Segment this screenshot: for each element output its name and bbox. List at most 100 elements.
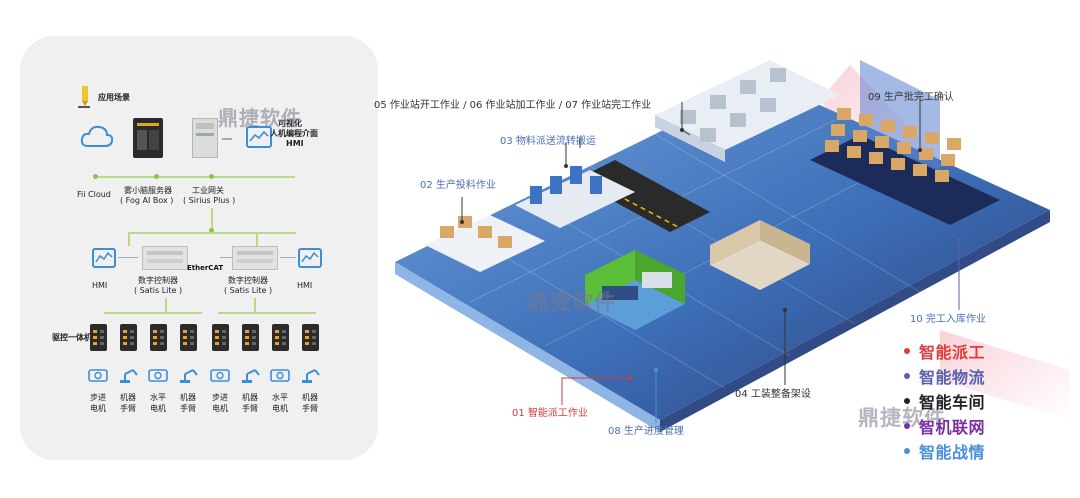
callout-04: 04 工装整备架设 — [735, 389, 811, 400]
drive-label: 驱控一体机 — [52, 333, 92, 342]
controller-left-name: 数字控制器 — [138, 276, 178, 285]
warehouse-carton — [837, 108, 851, 120]
motor-label: 机器 — [302, 393, 318, 402]
motor-label: 步进 — [212, 393, 228, 402]
motor-label: 机器 — [242, 393, 258, 402]
fog-box-sub: ( Fog AI Box ) — [120, 196, 174, 205]
legend-text: 智能车间 — [919, 392, 986, 412]
workstation-machine — [730, 113, 746, 127]
callout-10: 10 完工入库作业 — [910, 314, 986, 325]
watermark-center: 鼎捷软件 — [528, 290, 616, 314]
motor-label: 电机 — [272, 404, 288, 413]
workstation-machine — [740, 80, 756, 94]
scenario-title: 应用场景 — [98, 93, 130, 102]
cloud-icon — [80, 124, 114, 154]
motor-icon — [210, 366, 232, 388]
warehouse-carton — [897, 142, 911, 154]
warehouse-carton — [859, 114, 873, 126]
raw-material-carton — [498, 236, 512, 248]
drive-unit — [120, 324, 137, 351]
hmi-left-label: HMI — [92, 281, 108, 290]
motor-label: 水平 — [272, 393, 288, 402]
robot-arm-icon — [118, 366, 140, 388]
motor-label: 手臂 — [180, 404, 196, 413]
callout-03: 03 物料派送流转搬运 — [500, 136, 596, 147]
architecture-panel: 应用场景 可视化 人机编程介面 HMI Fii Cloud 雾小脑服务器 ( F… — [20, 36, 378, 460]
drive-unit — [242, 324, 259, 351]
motor-icon — [148, 366, 170, 388]
warehouse-carton — [847, 146, 861, 158]
warehouse-carton — [825, 140, 839, 152]
ethercat-logo: EtherCAT — [187, 264, 224, 272]
warehouse-carton — [935, 170, 949, 182]
callout-09: 09 生产批完工确认 — [868, 92, 954, 103]
legend-dot — [904, 447, 910, 454]
drive-unit — [272, 324, 289, 351]
fog-ai-box-icon — [133, 118, 163, 158]
warehouse-carton — [903, 126, 917, 138]
factory-diagram: 05 作业站开工作业 / 06 作业站加工作业 / 07 作业站完工作业 09 … — [374, 40, 1080, 498]
motor-label: 水平 — [150, 393, 166, 402]
hmi-visual-line1: 可视化 — [278, 119, 302, 128]
warehouse-carton — [869, 152, 883, 164]
motor-label: 机器 — [180, 393, 196, 402]
hmi-right-label: HMI — [297, 281, 313, 290]
legend-text: 智能派工 — [919, 342, 986, 362]
fog-box-name: 雾小脑服务器 — [124, 186, 172, 195]
warehouse-carton — [853, 130, 867, 142]
legend-item: 智机联网 — [904, 413, 985, 438]
warehouse-carton — [913, 164, 927, 176]
warehouse-carton — [881, 120, 895, 132]
cloud-label: Fii Cloud — [77, 190, 111, 199]
material-rack — [530, 186, 542, 204]
hmi-right-icon — [298, 248, 322, 268]
robot-arm-icon — [300, 366, 322, 388]
material-rack — [590, 176, 602, 194]
watermark-left: 鼎捷软件 — [218, 106, 302, 130]
legend-text: 智机联网 — [919, 417, 986, 437]
raw-material-carton — [440, 226, 454, 238]
legend-item: 智能车间 — [904, 388, 985, 413]
motor-icon — [270, 366, 292, 388]
warehouse-carton — [831, 124, 845, 136]
drive-unit — [302, 324, 319, 351]
controller-right-sub: ( Satis Lite ) — [224, 286, 273, 295]
material-rack — [550, 176, 562, 194]
motor-label: 电机 — [90, 404, 106, 413]
motor-label: 机器 — [120, 393, 136, 402]
drive-unit — [90, 324, 107, 351]
legend-item: 智能派工 — [904, 338, 985, 363]
robot-arm-icon — [178, 366, 200, 388]
legend-dot — [904, 422, 910, 429]
controller-left-icon — [142, 246, 188, 270]
legend-dot — [904, 372, 910, 379]
callout-02: 02 生产投料作业 — [420, 180, 496, 191]
drive-unit — [212, 324, 229, 351]
warehouse-carton — [925, 132, 939, 144]
motor-label: 电机 — [150, 404, 166, 413]
warehouse-carton — [947, 138, 961, 150]
legend-dot — [904, 347, 910, 354]
hmi-visual-line2: 人机编程介面 — [270, 129, 318, 138]
warehouse-carton — [919, 148, 933, 160]
motor-label: 手臂 — [242, 404, 258, 413]
legend-text: 智能战情 — [919, 442, 986, 462]
hmi-left-icon — [92, 248, 116, 268]
workstation-machine — [680, 110, 696, 124]
warehouse-carton — [891, 158, 905, 170]
workstation-machine — [760, 98, 776, 112]
hmi-visual-line3: HMI — [286, 139, 304, 148]
gateway-sub: ( Sirius Plus ) — [183, 196, 236, 205]
motor-icon — [88, 366, 110, 388]
motor-label: 手臂 — [120, 404, 136, 413]
motor-label: 手臂 — [302, 404, 318, 413]
warehouse-carton — [875, 136, 889, 148]
workstation-machine — [770, 68, 786, 82]
callout-08: 08 生产进度管理 — [608, 426, 684, 437]
pencil-icon — [78, 86, 92, 112]
gateway-icon — [192, 118, 218, 158]
legend-text: 智能物流 — [919, 367, 986, 387]
material-rack — [570, 166, 582, 184]
drive-unit — [180, 324, 197, 351]
gateway-name: 工业网关 — [192, 186, 224, 195]
